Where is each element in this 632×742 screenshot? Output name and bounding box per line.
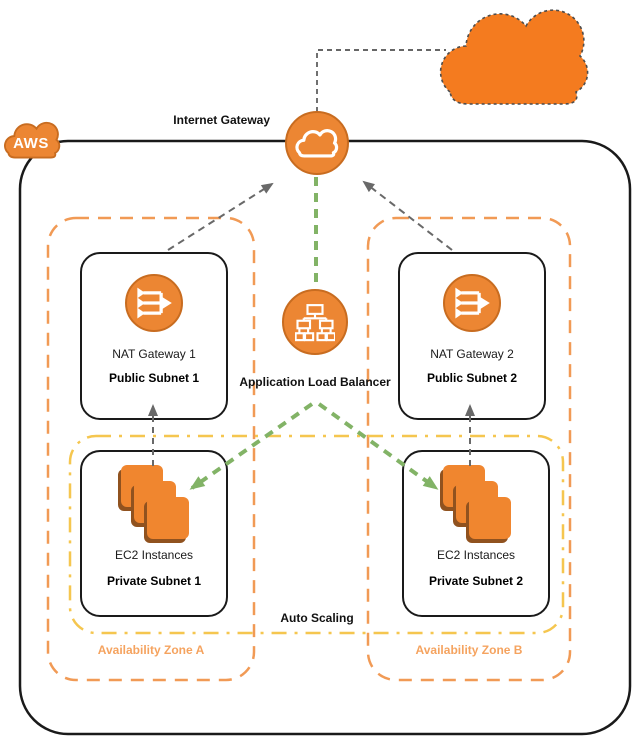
availability-zone-a-label: Availability Zone A (97, 643, 205, 657)
load-balancer-node (282, 289, 348, 355)
private-subnet-1-box: EC2 Instances Private Subnet 1 (80, 450, 228, 617)
cloud-outline-icon (295, 129, 339, 158)
public-subnet-1-title: Public Subnet 1 (108, 371, 199, 385)
nat-gateway-icon (137, 287, 172, 319)
public-subnet-2-box: NAT Gateway 2 Public Subnet 2 (398, 252, 546, 420)
internet-gateway-label: Internet Gateway (173, 113, 270, 127)
nat-gateway-1-label: NAT Gateway 1 (112, 347, 196, 361)
load-balancer-label: Application Load Balancer (239, 375, 391, 389)
nat-gateway-icon (455, 287, 490, 319)
private-subnet-2-box: EC2 Instances Private Subnet 2 (402, 450, 550, 617)
load-balancer-tree-icon (295, 304, 335, 342)
aws-cloud-icon (4, 121, 61, 159)
public-subnet-2-title: Public Subnet 2 (426, 371, 517, 385)
ec2-instances-2-label: EC2 Instances (436, 548, 516, 562)
availability-zone-b-boundary (366, 216, 572, 682)
auto-scaling-label: Auto Scaling (280, 611, 354, 625)
aws-cloud-label: AWS (13, 135, 49, 152)
ec2-instances-icon (118, 465, 189, 543)
public-subnet-1-box: NAT Gateway 1 Public Subnet 1 (80, 252, 228, 420)
internet-gateway-node (285, 111, 349, 175)
auto-scaling-group-boundary (68, 434, 565, 635)
igw-to-internet-link (316, 49, 446, 112)
internet-cloud-icon (439, 9, 589, 105)
ec2-instances-1-label: EC2 Instances (114, 548, 194, 562)
private-subnet-1-title: Private Subnet 1 (106, 574, 202, 588)
nat-gateway-2-node (443, 274, 501, 332)
nat-gateway-2-label: NAT Gateway 2 (430, 347, 514, 361)
nat-gateway-1-node (125, 274, 183, 332)
private-subnet-2-title: Private Subnet 2 (428, 574, 524, 588)
availability-zone-b-label: Availability Zone B (415, 643, 523, 657)
ec2-instances-icon (440, 465, 511, 543)
